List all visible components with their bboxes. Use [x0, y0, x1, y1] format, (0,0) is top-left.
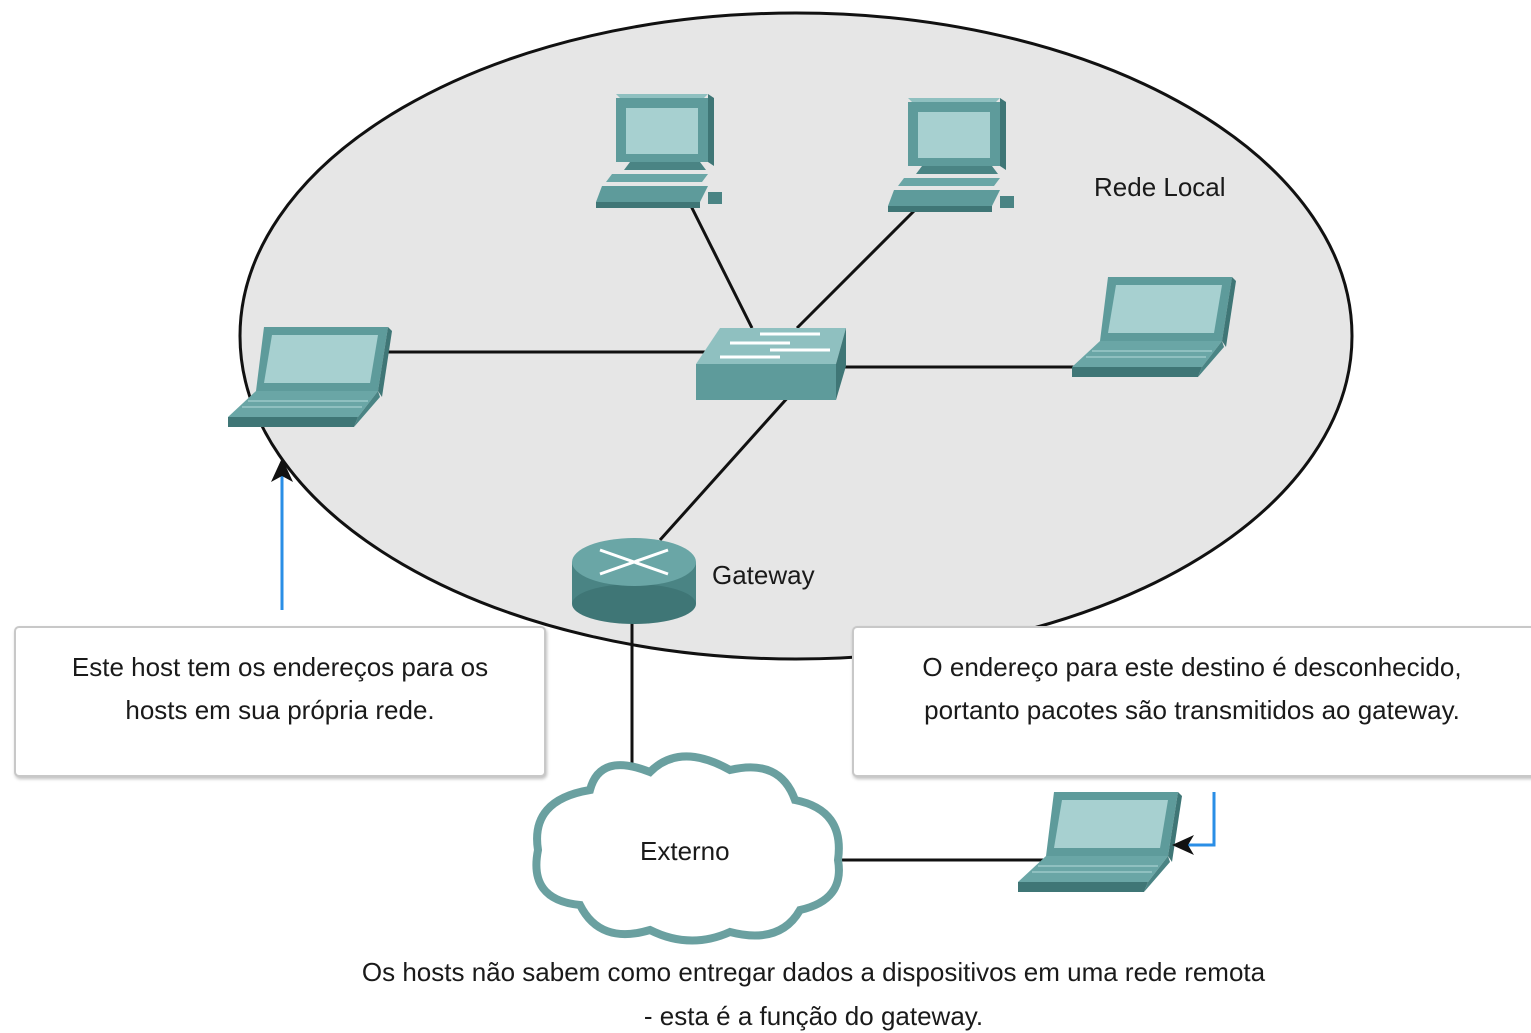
- arrow-head: [1172, 835, 1194, 855]
- switch-icon: [696, 328, 846, 400]
- pointer-arrows: [280, 470, 1216, 847]
- gateway-label: Gateway: [712, 560, 815, 590]
- laptop-icon: [1017, 791, 1183, 893]
- diagram-caption: - esta é a função do gateway.: [643, 1001, 984, 1031]
- local-host-callout: Este host tem os endereços para os hosts…: [14, 626, 546, 777]
- cloud-icon: [532, 752, 843, 945]
- connection-lines: [385, 203, 1078, 862]
- external-label: Externo: [640, 836, 730, 866]
- callout-text: Este host tem os endereços para os: [71, 652, 489, 682]
- callout-text: hosts em sua própria rede.: [125, 695, 435, 725]
- diagram-caption: Os hosts não sabem como entregar dados a…: [361, 957, 1266, 987]
- router-icon: [572, 538, 696, 624]
- arrow-head: [271, 458, 293, 482]
- callout-text: portanto pacotes são transmitidos ao gat…: [924, 695, 1460, 725]
- local-network-label: Rede Local: [1094, 172, 1226, 202]
- callout-text: O endereço para este destino é desconhec…: [922, 652, 1462, 682]
- remote-destination-callout: O endereço para este destino é desconhec…: [852, 626, 1531, 777]
